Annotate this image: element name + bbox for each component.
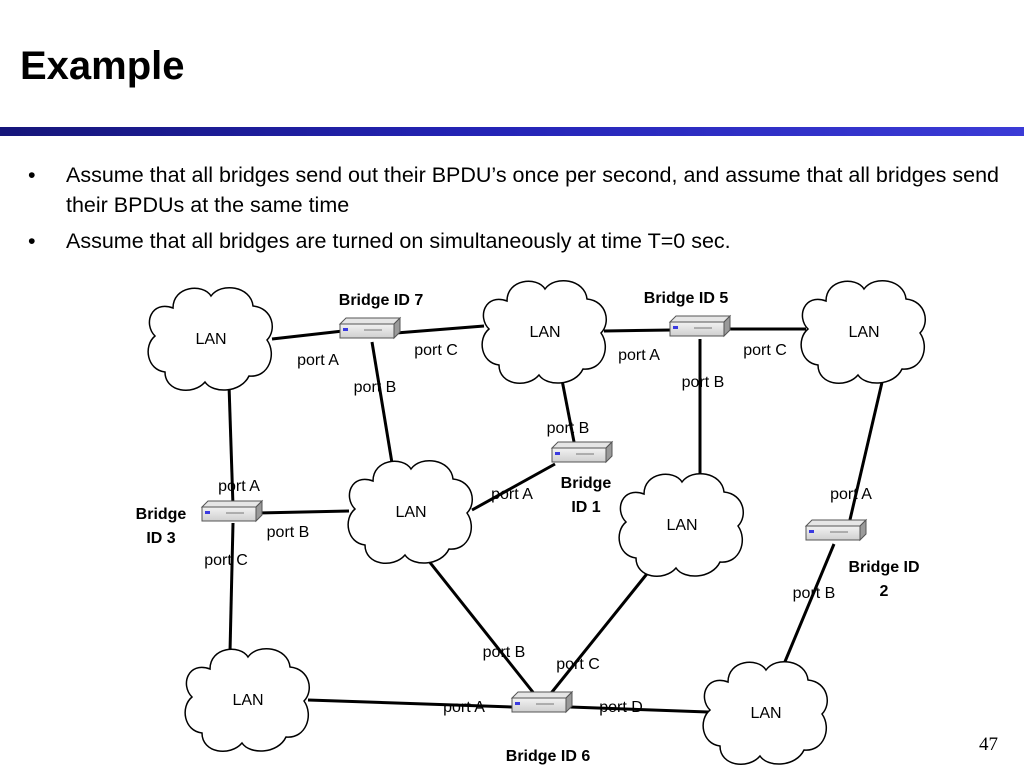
link-b3-lan4 [228, 522, 235, 653]
link-b3-lan3 [257, 509, 350, 515]
bullet-list: • Assume that all bridges send out their … [28, 160, 1008, 262]
lan-label: LAN [395, 504, 426, 521]
lan-cloud: LAN [184, 647, 311, 753]
link-b2-lan8 [782, 543, 836, 665]
bridge-3-icon [201, 500, 263, 522]
bridge-2-port-a: port A [830, 486, 872, 503]
bridge-2-port-b: port B [793, 585, 836, 602]
bridge-2-label-line2: 2 [880, 583, 889, 600]
bridge-1-label-line2: ID 1 [571, 499, 600, 516]
lan-label: LAN [232, 692, 263, 709]
bridge-5-port-b: port B [682, 374, 725, 391]
lan-label: LAN [750, 705, 781, 722]
bullet-text: Assume that all bridges are turned on si… [66, 229, 731, 253]
bridge-6-label: Bridge ID 6 [506, 748, 591, 765]
bridge-6-port-c: port C [556, 656, 600, 673]
bridge-2-label-line1: Bridge ID [848, 559, 919, 576]
link-lan1-b7 [271, 329, 344, 341]
bridge-5-port-c: port C [743, 342, 787, 359]
title-rule [0, 127, 1024, 136]
bridge-1-port-a: port A [491, 486, 533, 503]
link-lan2-b1 [560, 379, 577, 448]
link-b7-lan2 [395, 324, 485, 335]
page-number: 47 [979, 734, 998, 755]
bridge-7-icon [339, 317, 401, 339]
bridge-3-label-line2: ID 3 [146, 530, 175, 547]
link-b1-lan3 [471, 462, 556, 512]
link-b6-lan8 [569, 705, 709, 714]
bridge-6-port-a: port A [443, 699, 485, 716]
bullet-dot-icon: • [28, 163, 36, 187]
bridge-1-label-line1: Bridge [561, 475, 612, 492]
lan-cloud: LAN [347, 459, 474, 565]
bullet-dot-icon: • [28, 229, 36, 253]
lan-label: LAN [195, 331, 226, 348]
bridge-7-port-b: port B [354, 379, 397, 396]
bridge-3-label-line1: Bridge [136, 506, 187, 523]
bridge-5-icon [669, 315, 731, 337]
bridge-3-port-a: port A [218, 478, 260, 495]
link-lan2-b5 [603, 328, 673, 333]
bridge-6-icon [511, 691, 573, 713]
bridge-5-port-a: port A [618, 347, 660, 364]
bullet-text: Assume that all bridges send out their B… [66, 163, 999, 217]
bridge-3-port-b: port B [267, 524, 310, 541]
bridge-1-icon [551, 441, 613, 463]
link-lan1-b3 [227, 384, 235, 507]
link-lan5-b2 [847, 377, 885, 525]
lan-cloud: LAN [481, 279, 608, 385]
lan-label: LAN [529, 324, 560, 341]
lan-cloud: LAN [800, 279, 927, 385]
bridge-6-port-d: port D [599, 699, 643, 716]
link-lan3-b6 [426, 559, 538, 697]
lan-label: LAN [848, 324, 879, 341]
bullet-item: • Assume that all bridges send out their … [28, 160, 1008, 220]
bullet-item: • Assume that all bridges are turned on s… [28, 226, 1008, 256]
bridge-3-port-c: port C [204, 552, 248, 569]
bridge-7-label: Bridge ID 7 [339, 292, 424, 309]
link-b7-lan3 [370, 341, 394, 464]
lan-label: LAN [666, 517, 697, 534]
link-lan4-b6 [307, 698, 513, 709]
bridge-7-port-c: port C [414, 342, 458, 359]
bridge-5-label: Bridge ID 5 [644, 290, 729, 307]
link-lan7-b6 [546, 569, 652, 698]
lan-cloud: LAN [702, 660, 829, 766]
bridge-1-port-b: port B [547, 420, 590, 437]
bridge-6-port-b: port B [483, 644, 526, 661]
lan-cloud: LAN [618, 472, 745, 578]
bridge-7-port-a: port A [297, 352, 339, 369]
slide-title: Example [20, 44, 185, 88]
bridge-2-icon [805, 519, 867, 541]
lan-cloud: LAN [147, 286, 274, 392]
